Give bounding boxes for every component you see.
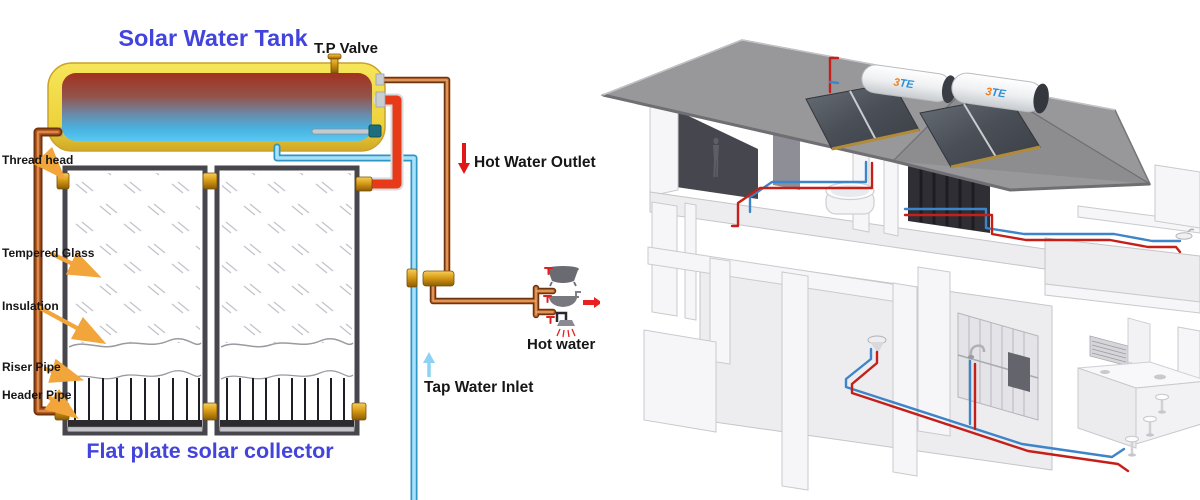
heating-element [311,124,382,138]
schematic-diagram: Solar Water Tank Flat plate solar collec… [2,25,600,500]
tp-valve [327,53,342,74]
shower-3d [967,344,986,359]
hot-water-outlet-arrow [458,143,470,174]
riser-pipes [226,378,345,421]
kitchen-island [1077,361,1200,449]
header-pipe [68,420,202,427]
tap-water-inlet-arrow [423,352,435,377]
tap-water-pipe [273,143,418,500]
hot-water-label: Hot water [527,336,596,353]
shower-icon [546,311,576,338]
hot-water-outlet-label: Hot Water Outlet [474,154,596,171]
label-arrows [33,146,107,419]
diagram-title: Solar Water Tank [118,25,308,51]
tap-water-inlet-label: Tap Water Inlet [424,379,533,396]
hot-collector-pipe [361,91,404,191]
tank-logo: 3TE [985,86,1007,101]
hot-water-outlet-pipe [375,73,557,319]
bathtub-icon [544,266,579,287]
flat-plate-collector-right [214,165,360,436]
hot-water-flow-arrow [583,297,600,308]
solar-water-tank [47,62,386,152]
tempered-glass-label: Tempered Glass [2,246,95,260]
house-piping [730,160,1182,473]
mixing-valve [406,268,455,288]
header-pipe [220,420,354,427]
thread-head-label: Thread head [2,153,73,167]
tp-valve-label: T.P Valve [314,40,378,57]
solar-unit-left: 3TE [805,56,957,151]
wing-sink-3d [1175,228,1195,240]
riser-pipe-label: Riser Pipe [2,360,61,374]
vent-grill [1089,335,1129,367]
house-illustration: 3TE 3TE [600,39,1200,491]
solar-unit-right: 3TE [919,72,1049,169]
washbasin-3d [867,335,887,353]
insulation-label: Insulation [2,299,59,313]
person-silhouette [713,137,719,177]
bar-stools [1125,393,1169,457]
flat-plate-collector-left [62,165,208,436]
diagram-caption: Flat plate solar collector [86,439,334,463]
tank-logo: 3TE [893,77,915,92]
sink-icon [543,291,600,308]
header-pipe-label: Header Pipe [2,388,72,402]
bathtub-3d [825,181,875,215]
